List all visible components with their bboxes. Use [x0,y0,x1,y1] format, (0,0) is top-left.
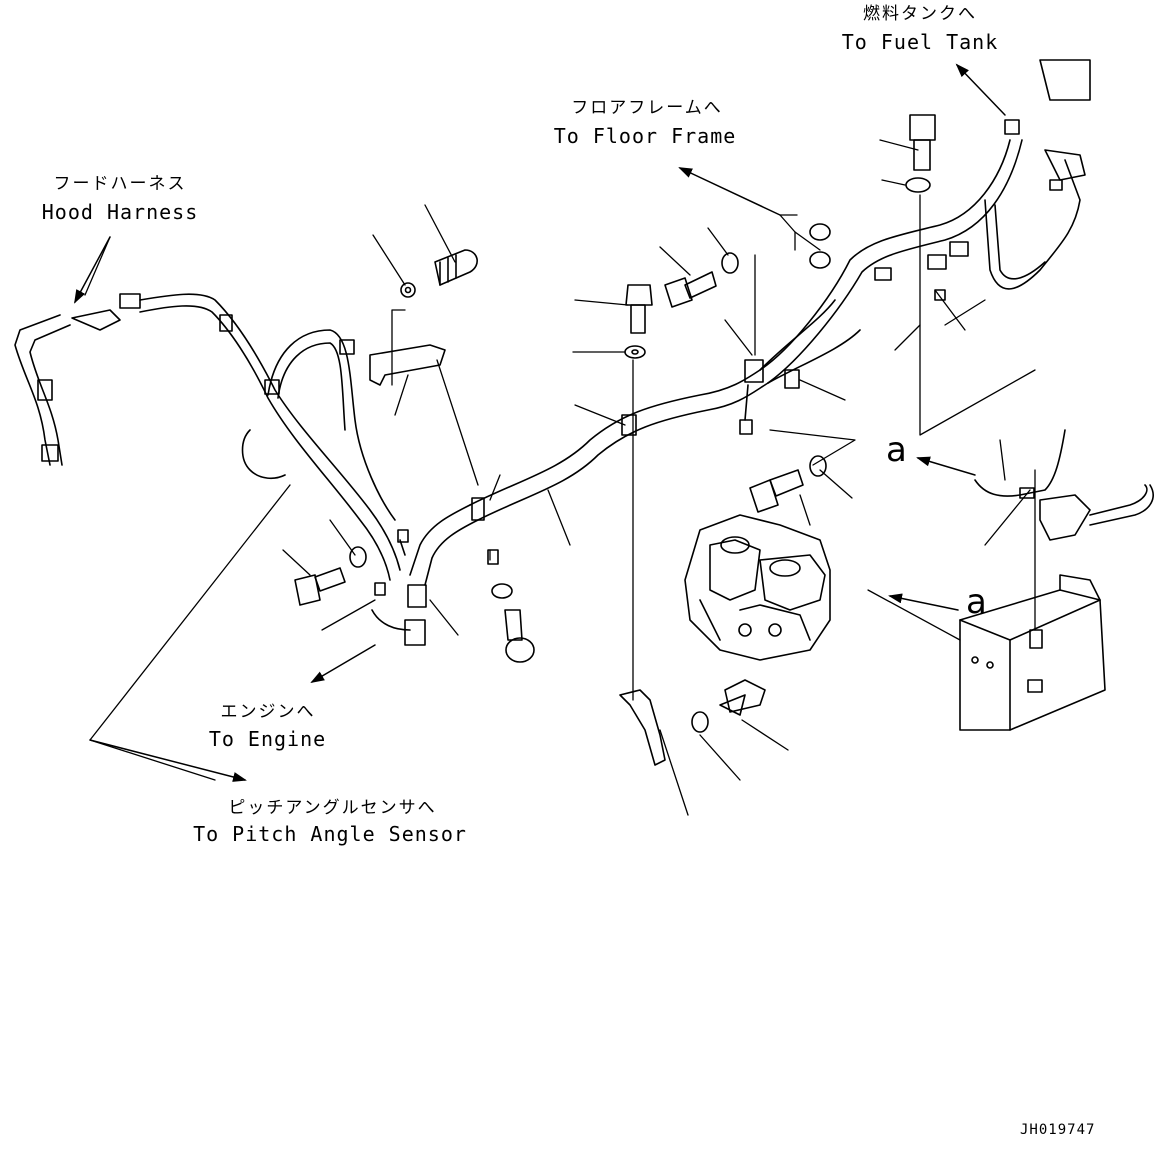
bolts-lower [294,455,827,766]
floor-frame-label-en: To Floor Frame [553,124,737,148]
engine-connectors [371,384,753,646]
engine-block [684,514,831,661]
detail-a-callout-lower: a [966,582,987,622]
floor-frame-label-jp: フロアフレームへ [571,98,723,118]
sensor-detail [974,429,1154,541]
fuel-tank-label-jp: 燃料タンクへ [863,4,977,24]
pitch-sensor-label-en: To Pitch Angle Sensor [193,822,467,846]
tank-frame [959,574,1106,731]
direction-arrows [74,63,1006,782]
engine-label-jp: エンジンへ [220,702,316,722]
pitch-sensor-label-jp: ピッチアングルセンサへ [228,798,437,818]
left-harness-branch [14,293,401,581]
hood-harness-label-en: Hood Harness [41,200,199,224]
document-id: JH019747 [1020,1122,1096,1138]
hood-harness-label-jp: フードハーネス [53,174,187,194]
floor-frame-connectors [809,59,1091,301]
harness-clamps [219,314,800,521]
bolts-center [624,114,936,359]
detail-a-callout-upper: a [886,430,907,470]
fuel-tank-label-en: To Fuel Tank [841,30,999,54]
bracket-left [369,249,478,386]
main-harness [409,139,1081,586]
engine-label-en: To Engine [208,727,327,751]
